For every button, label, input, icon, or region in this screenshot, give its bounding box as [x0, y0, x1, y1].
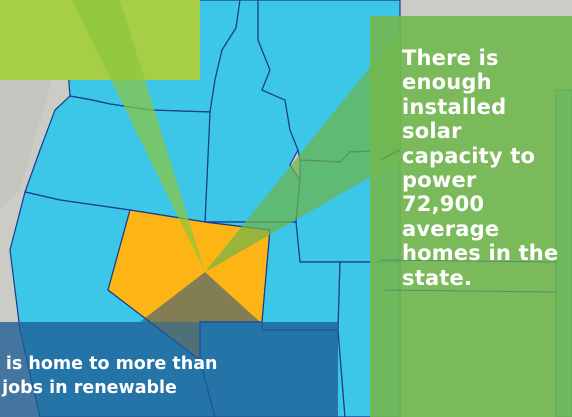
bottom-callout-text: a is home to more than ) jobs in renewab…: [0, 352, 348, 400]
bottom-callout-box: [0, 322, 338, 417]
right-callout-map-lines: [379, 149, 557, 293]
right-callout-box: [370, 16, 572, 417]
bottom-callout-line-1: a is home to more than: [0, 354, 218, 374]
right-callout-text: There is enough installed solar capacity…: [402, 46, 559, 290]
bottom-callout-line-2: ) jobs in renewable: [0, 378, 177, 398]
bottom-callout-beam: [140, 272, 260, 322]
right-callout-beam: [205, 30, 400, 272]
top-callout-beam: [72, 0, 205, 272]
